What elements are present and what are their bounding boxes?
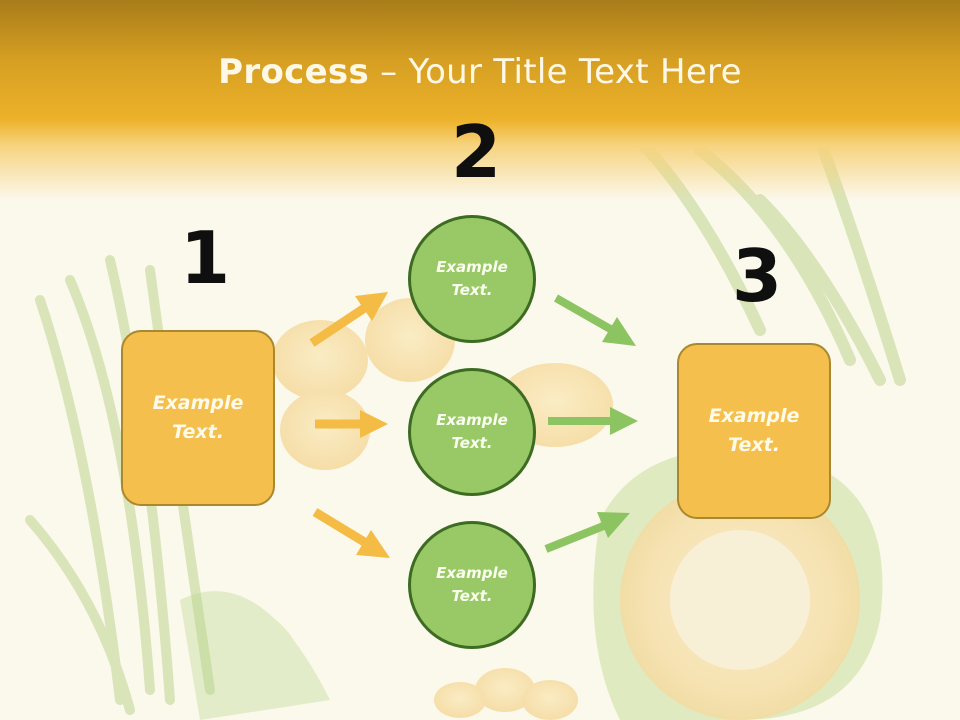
title-rest: – Your Title Text Here <box>369 52 742 92</box>
slide-title: Process – Your Title Text Here <box>0 52 960 92</box>
step-number-2: 2 <box>451 110 502 194</box>
start-box-text: Example Text. <box>152 392 244 443</box>
green-arrow-down <box>554 294 636 346</box>
title-bold: Process <box>218 52 370 92</box>
process-circle-top: Example Text. <box>408 215 536 343</box>
orange-arrow-up <box>309 292 388 347</box>
orange-arrow-down <box>312 508 390 558</box>
start-box: Example Text. <box>121 330 275 506</box>
step-number-1: 1 <box>180 216 231 300</box>
title-banner <box>0 0 960 200</box>
end-box-text: Example Text. <box>708 405 800 456</box>
green-arrow-up <box>544 512 630 553</box>
process-circle-middle: Example Text. <box>408 368 536 496</box>
end-box: Example Text. <box>677 343 831 519</box>
orange-arrow-middle <box>315 410 388 438</box>
process-circle-bottom: Example Text. <box>408 521 536 649</box>
green-arrow-middle <box>548 407 638 435</box>
circle-text: Example Text. <box>436 564 508 605</box>
circle-text: Example Text. <box>436 258 508 299</box>
step-number-3: 3 <box>732 234 783 318</box>
circle-text: Example Text. <box>436 411 508 452</box>
